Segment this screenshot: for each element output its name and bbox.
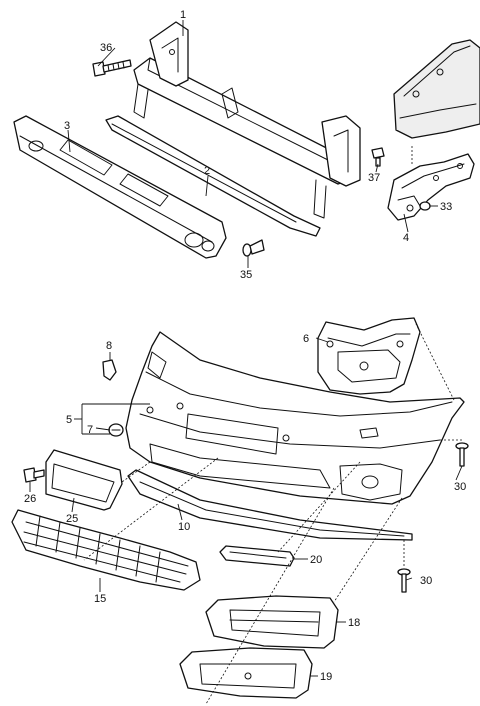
leader-lines [29, 20, 463, 677]
callout-6: 6 [303, 333, 309, 345]
callout-1: 1 [180, 9, 186, 21]
callout-30-upper: 30 [454, 481, 466, 493]
callout-7: 7 [87, 424, 93, 436]
callout-5: 5 [66, 414, 72, 426]
callout-36: 36 [100, 42, 112, 54]
part-25-plate-holder [45, 449, 123, 511]
callout-10: 10 [178, 521, 190, 533]
callout-35: 35 [240, 269, 252, 281]
part-8-washer-cap [102, 359, 117, 381]
callout-4: 4 [403, 232, 409, 244]
callout-26: 26 [24, 493, 36, 505]
callout-8: 8 [106, 340, 112, 352]
callout-30-lower: 30 [420, 575, 432, 587]
part-10-spoiler [127, 469, 413, 541]
part-2-lower-bracket [105, 115, 321, 237]
part-20-trim-strip [219, 545, 295, 567]
part-33-nut [419, 201, 431, 211]
callout-labels: 1 36 3 2 37 33 4 35 6 8 5 7 30 26 25 10 … [24, 9, 466, 683]
fender-outline [393, 39, 480, 139]
part-7-sensor-clip [108, 423, 124, 437]
part-35-clip [242, 239, 265, 257]
callout-3: 3 [64, 120, 70, 132]
part-6-side-bracket [317, 317, 421, 395]
callout-33: 33 [440, 201, 452, 213]
callout-37: 37 [368, 172, 380, 184]
part-1-bumper-carrier [133, 21, 361, 219]
part-19-fog-grille [179, 647, 313, 699]
part-3-impact-absorber [13, 115, 227, 259]
callout-25: 25 [66, 513, 78, 525]
part-26-screw [23, 467, 45, 483]
part-5-bumper-cover [125, 331, 465, 505]
callout-19: 19 [320, 671, 332, 683]
callout-20: 20 [310, 554, 322, 566]
part-30-screw-upper [455, 442, 469, 467]
callout-18: 18 [348, 617, 360, 629]
part-4-guide-bracket [387, 153, 475, 221]
dashed-assembly-lines [83, 146, 462, 705]
part-15-lower-grille [11, 509, 201, 591]
part-30-screw-lower [397, 568, 411, 593]
part-37-bolt [371, 147, 385, 167]
callout-2: 2 [204, 165, 210, 177]
callout-15: 15 [94, 593, 106, 605]
part-36-bolt [92, 59, 132, 77]
part-18-fog-grille [205, 595, 339, 649]
